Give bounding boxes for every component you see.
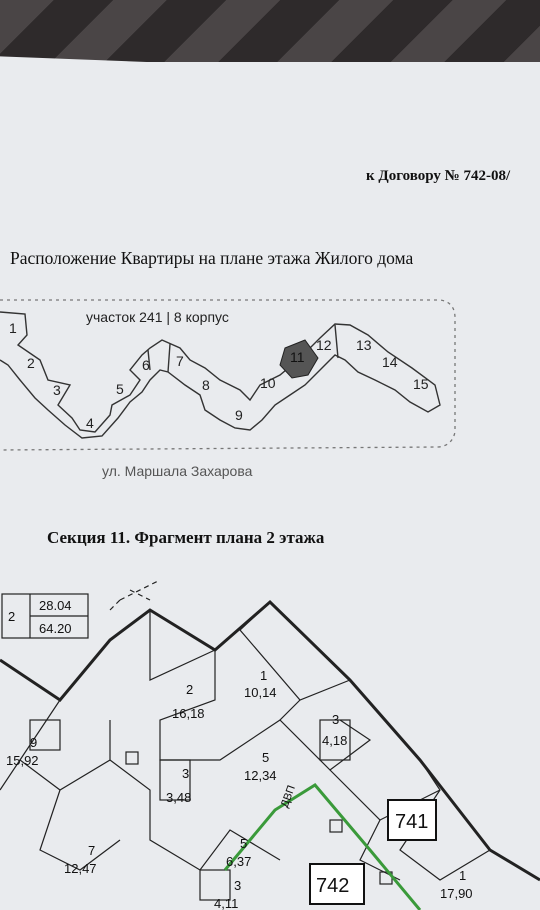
page-heading: Расположение Квартиры на плане этажа Жил… (10, 248, 414, 268)
room-number: 5 (240, 836, 247, 851)
room-number: 1 (459, 868, 466, 883)
room-area: 12,34 (244, 768, 277, 783)
room-area: 12,47 (64, 861, 97, 876)
section-number: 1 (9, 320, 17, 336)
room-number: 5 (262, 750, 269, 765)
section-number: 3 (53, 382, 61, 398)
contract-reference: к Договору № 742-08/ (366, 168, 511, 184)
room-area: 10,14 (244, 685, 277, 700)
room-number: 1 (260, 668, 267, 683)
section-number: 4 (86, 415, 94, 431)
apartment-742-box (309, 863, 365, 905)
room-number: 3 (234, 878, 241, 893)
site-label: участок 241 | 8 корпус (86, 309, 229, 325)
section-number: 14 (382, 354, 398, 370)
section-number: 6 (142, 357, 150, 373)
table-row-number: 2 (8, 609, 15, 624)
room-area: 15,92 (6, 753, 39, 768)
apartment-number: 742 (316, 875, 349, 897)
section-title: Секция 11. Фрагмент плана 2 этажа (47, 528, 325, 547)
room-area: 3,48 (166, 790, 191, 805)
room-number: 2 (186, 682, 193, 697)
section-number: 10 (260, 375, 276, 391)
section-number: 11 (290, 349, 305, 365)
section-number: 15 (413, 376, 429, 392)
section-number: 12 (316, 337, 332, 353)
apartment-741-box (387, 799, 437, 841)
room-number: 3 (332, 712, 339, 727)
plan-lines (0, 579, 540, 901)
paper-sheet (0, 62, 540, 910)
section-number: 2 (27, 355, 35, 371)
room-area: 6,37 (226, 854, 251, 869)
section-number: 9 (235, 407, 243, 423)
table-value: 28.04 (39, 598, 72, 613)
section-number: 5 (116, 381, 124, 397)
apartment-number: 741 (395, 811, 428, 833)
section-number: 8 (202, 377, 210, 393)
highlighted-section-11 (279, 339, 319, 379)
room-number: 3 (182, 766, 189, 781)
room-number: 9 (30, 735, 37, 750)
room-area: 17,90 (440, 886, 473, 901)
building-outline (0, 311, 441, 439)
room-number: 7 (88, 843, 95, 858)
apartment-boundary (223, 783, 422, 910)
street-label: ул. Маршала Захарова (102, 463, 253, 479)
room-area: 16,18 (172, 706, 205, 721)
section-number: 13 (356, 337, 372, 353)
section-number: 7 (176, 353, 184, 369)
room-area: 4,18 (322, 733, 347, 748)
table-value: 64.20 (39, 621, 72, 636)
room-area: 4,11 (214, 896, 238, 910)
